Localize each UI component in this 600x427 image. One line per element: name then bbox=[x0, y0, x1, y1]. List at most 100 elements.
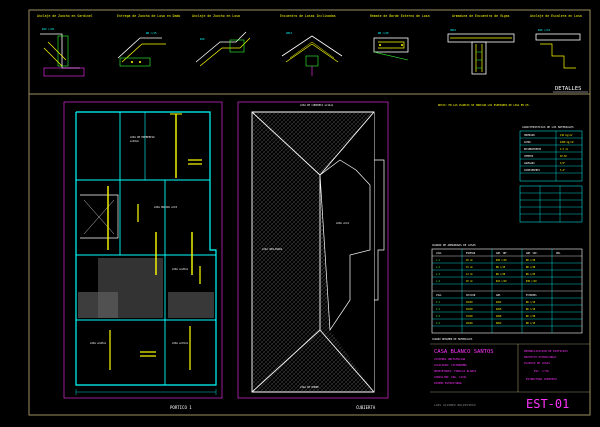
svg-text:LOSA: LOSA bbox=[436, 252, 442, 255]
svg-text:LOSA DE ENTREPISO: LOSA DE ENTREPISO bbox=[130, 136, 155, 139]
svg-text:V-4: V-4 bbox=[436, 322, 441, 325]
svg-text:Ø10 c/15: Ø10 c/15 bbox=[538, 27, 551, 32]
svg-text:15 cm: 15 cm bbox=[466, 266, 473, 269]
details-section-title: DETALLES bbox=[555, 86, 582, 92]
svg-text:20x30: 20x30 bbox=[466, 308, 473, 311]
details-strip: Anclaje de Zuncho en Sardinel Entrega de… bbox=[37, 14, 588, 93]
svg-text:3-4": 3-4" bbox=[560, 169, 565, 172]
sheet-border bbox=[28, 9, 591, 416]
svg-text:ASENTAMIENTO: ASENTAMIENTO bbox=[524, 169, 540, 172]
materials-table: HORMIGON 210 kg/cm² ACERO 4200 kg/cm² RE… bbox=[519, 130, 583, 182]
svg-text:20x40: 20x40 bbox=[466, 322, 473, 325]
small-table bbox=[519, 185, 583, 223]
svg-text:20 cm: 20 cm bbox=[466, 259, 473, 262]
mid-line-2: PROYECTO ESTRUCTURAL bbox=[524, 355, 557, 359]
svg-text:Ø8 c/20: Ø8 c/20 bbox=[496, 273, 506, 276]
materials-title: CARACTERISTICAS DE LOS MATERIALES bbox=[522, 125, 574, 129]
svg-text:LOSA DE CUBIERTA e=12cm: LOSA DE CUBIERTA e=12cm bbox=[300, 104, 334, 107]
svg-text:VIGA DE BORDE: VIGA DE BORDE bbox=[300, 386, 319, 389]
svg-text:Ø12 c/20: Ø12 c/20 bbox=[496, 280, 507, 283]
mid-line-5: ESTRUCTURA CUBIERTA bbox=[526, 377, 557, 381]
detail-drawing-4: 2Ø12 bbox=[281, 30, 343, 76]
mid-line-3: PLANTAS DE LOSAS bbox=[524, 361, 550, 365]
svg-text:Ø8 c/15: Ø8 c/15 bbox=[526, 322, 536, 325]
detail-drawing-1: Ø10 c/20 bbox=[40, 26, 85, 77]
title-line-4: CONSULTOR: ING. CIVIL bbox=[434, 375, 467, 379]
detail-drawing-6: 3Ø12 bbox=[447, 27, 515, 75]
title-line-1: VIVIENDA UNIFAMILIAR bbox=[434, 357, 466, 361]
detail-drawing-7: Ø10 c/15 bbox=[535, 27, 581, 69]
title-line-2: LOCALIDAD: COCHABAMBA bbox=[434, 363, 467, 367]
svg-text:SECCION: SECCION bbox=[466, 294, 476, 297]
svg-text:CEMENTO: CEMENTO bbox=[524, 155, 534, 158]
svg-text:Ø6 c/25: Ø6 c/25 bbox=[526, 273, 536, 276]
svg-text:ARM.: ARM. bbox=[496, 294, 501, 297]
summary-title: CUADRO RESUMEN DE MATERIALES bbox=[432, 338, 473, 341]
svg-text:6Ø12: 6Ø12 bbox=[496, 322, 502, 325]
title-line-3: PROPIETARIO: FAMILIA BLANCO bbox=[434, 369, 477, 373]
detail-drawing-5: Ø8 c/20 bbox=[373, 30, 409, 61]
svg-text:Ø8 c/20: Ø8 c/20 bbox=[378, 30, 389, 35]
svg-text:Ø6 c/15: Ø6 c/15 bbox=[526, 301, 536, 304]
roof-plan: LOSA DE CUBIERTA e=12cm LOSA INCLINADA L… bbox=[237, 101, 389, 410]
detail-label-2: Entrega de Zuncho de Losa en Dado bbox=[117, 14, 180, 18]
left-plan-label: PORTICO 1 bbox=[170, 405, 192, 410]
right-plan-label: CUBIERTA bbox=[356, 405, 376, 410]
detail-label-6: Armadura de Encuentro de Vigas bbox=[452, 14, 510, 18]
detail-label-1: Anclaje de Zuncho en Sardinel bbox=[37, 14, 93, 18]
author-note: LUIS ALVAREZ BALDIVIESO bbox=[434, 403, 476, 407]
title-block: CASA BLANCO SANTOS VIVIENDA UNIFAMILIAR … bbox=[430, 343, 590, 411]
svg-text:IP-30: IP-30 bbox=[560, 155, 567, 158]
svg-text:210 kg/cm²: 210 kg/cm² bbox=[560, 134, 573, 137]
svg-text:Ø8 c/15: Ø8 c/15 bbox=[146, 30, 157, 35]
svg-text:4Ø10: 4Ø10 bbox=[496, 308, 502, 311]
svg-text:20x40: 20x40 bbox=[466, 301, 473, 304]
svg-text:ARM. SUP.: ARM. SUP. bbox=[526, 252, 538, 255]
title-line-5: DISEÑO ESTRUCTURAL bbox=[434, 380, 463, 385]
svg-text:4Ø10: 4Ø10 bbox=[496, 315, 502, 318]
svg-text:Ø10 c/20: Ø10 c/20 bbox=[526, 280, 537, 283]
detail-drawing-2: Ø8 c/15 bbox=[117, 30, 166, 67]
svg-text:Ø10: Ø10 bbox=[200, 36, 205, 41]
svg-text:L-2: L-2 bbox=[436, 266, 441, 269]
detail-label-5: Remate de Borde Externo de Losa bbox=[370, 14, 430, 18]
floor-plan-left: LOSA DE ENTREPISO e=20cm LOSA MACIZA e=1… bbox=[63, 101, 223, 410]
svg-text:LOSA e=12: LOSA e=12 bbox=[336, 222, 350, 225]
svg-text:LOSA e=15cm: LOSA e=15cm bbox=[172, 342, 188, 345]
notes-area: NOTAS: EN LAS PLANTAS SE INDICAN LOS ESP… bbox=[431, 103, 583, 341]
svg-text:Ø8 c/20: Ø8 c/20 bbox=[526, 266, 536, 269]
svg-text:2.5 cm: 2.5 cm bbox=[560, 148, 569, 151]
svg-text:OBS.: OBS. bbox=[556, 252, 561, 255]
svg-text:3Ø12: 3Ø12 bbox=[450, 27, 457, 32]
project-name: CASA BLANCO SANTOS bbox=[434, 349, 494, 355]
svg-text:AGREGADO: AGREGADO bbox=[524, 162, 535, 165]
svg-text:Ø6 c/20: Ø6 c/20 bbox=[526, 315, 536, 318]
rebar-table-title: CUADRO DE ARMADURAS DE LOSAS bbox=[432, 243, 476, 247]
detail-drawing-3: Ø10 bbox=[195, 31, 251, 67]
svg-text:4200 kg/cm²: 4200 kg/cm² bbox=[560, 141, 575, 144]
mid-line-4: ESC. 1:50 bbox=[534, 369, 549, 373]
notes-title: NOTAS: EN LAS PLANTAS SE INDICAN LOS ESP… bbox=[438, 103, 530, 107]
svg-text:V-3: V-3 bbox=[436, 315, 441, 318]
svg-text:Ø6 c/15: Ø6 c/15 bbox=[526, 308, 536, 311]
svg-text:L-4: L-4 bbox=[436, 280, 441, 283]
svg-text:LOSA e=20cm: LOSA e=20cm bbox=[172, 268, 188, 271]
svg-text:4Ø12: 4Ø12 bbox=[496, 301, 502, 304]
svg-text:Ø8 c/20: Ø8 c/20 bbox=[526, 259, 536, 262]
svg-text:15x30: 15x30 bbox=[466, 315, 473, 318]
svg-text:ACERO: ACERO bbox=[524, 141, 531, 144]
svg-text:Ø8 c/15: Ø8 c/15 bbox=[496, 266, 506, 269]
svg-text:ARM. INF.: ARM. INF. bbox=[496, 252, 508, 255]
svg-text:RECUBRIMIENTO: RECUBRIMIENTO bbox=[524, 148, 542, 151]
svg-text:HORMIGON: HORMIGON bbox=[524, 134, 535, 137]
detail-label-7: Anclaje de Escalera en Losa bbox=[530, 14, 582, 18]
svg-text:LOSA e=20cm: LOSA e=20cm bbox=[90, 342, 106, 345]
mid-line-1: REHABILITACION DE EDIFICIOS bbox=[524, 349, 568, 353]
svg-text:V-1: V-1 bbox=[436, 301, 441, 304]
rebar-table: LOSA ESPESOR ARM. INF. ARM. SUP. OBS. L-… bbox=[431, 248, 583, 334]
svg-text:3/4": 3/4" bbox=[560, 162, 565, 165]
svg-text:LOSA MACIZA e=15: LOSA MACIZA e=15 bbox=[154, 206, 178, 209]
svg-text:ESPESOR: ESPESOR bbox=[466, 252, 476, 255]
svg-text:12 cm: 12 cm bbox=[466, 273, 473, 276]
